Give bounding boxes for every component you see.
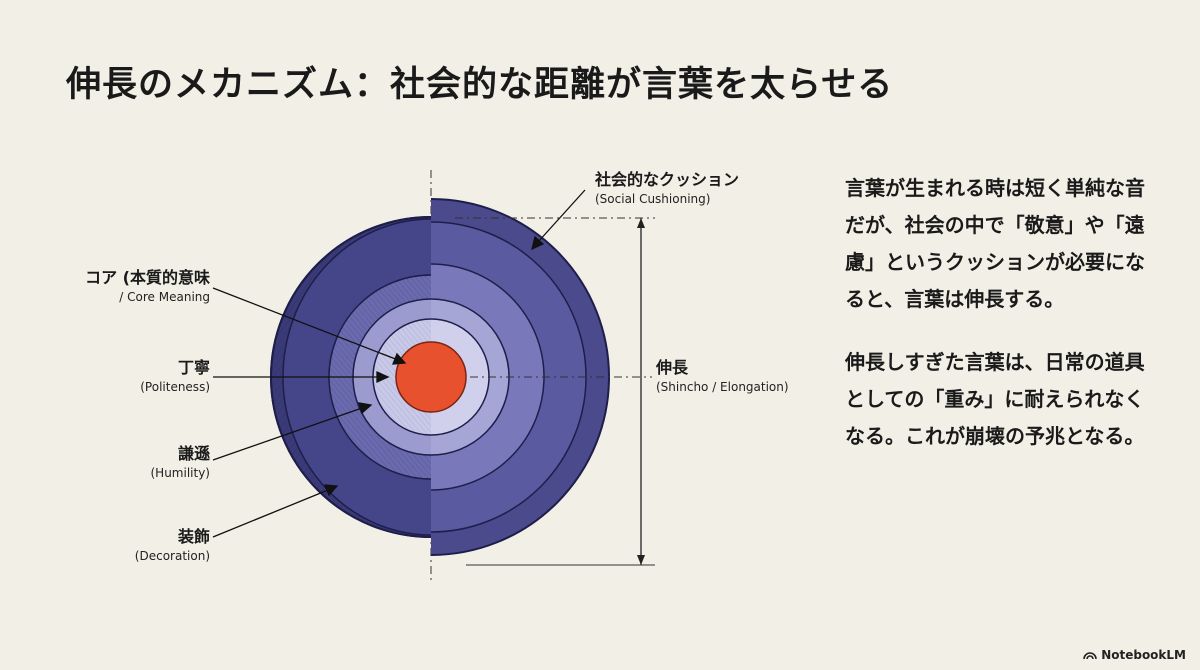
decoration-leader [212,489,329,538]
explanation-paragraph-2: 伸長しすぎた言葉は、日常の道具としての「重み」に耐えられなくなる。これが崩壊の予… [845,350,1145,448]
label-elongation: 伸長 (Shincho / Elongation) [656,358,789,396]
label-politeness: 丁寧 (Politeness) [140,358,210,396]
label-politeness-jp: 丁寧 [177,358,210,377]
humility-leader [212,407,363,461]
label-elongation-jp: 伸長 [656,358,689,377]
label-core-jp: コア (本質的意味 [85,268,210,287]
label-humility-jp: 謙遜 [177,444,210,463]
label-elongation-en: (Shincho / Elongation) [656,380,789,394]
label-decoration-en: (Decoration) [134,549,210,563]
label-humility-en: (Humility) [150,466,211,480]
label-humility: 謙遜 (Humility) [151,444,211,482]
label-cushioning-jp: 社会的なクッション [595,170,740,189]
label-decoration-jp: 装飾 [177,527,210,546]
explanation-paragraph-1: 言葉が生まれる時は短く単純な音だが、社会の中で「敬意」や「遠慮」というクッション… [845,176,1145,311]
cushioning-leader [537,189,586,243]
brand-watermark: NotebookLM [1083,648,1186,662]
page-title: 伸長のメカニズム：社会的な距離が言葉を太らせる [66,65,894,105]
core-leader [212,287,399,361]
label-decoration: 装飾 (Decoration) [135,527,210,565]
label-cushioning-en: (Social Cushioning) [595,192,711,206]
label-cushioning: 社会的なクッション (Social Cushioning) [595,170,739,208]
brand-label: NotebookLM [1101,648,1186,662]
label-politeness-en: (Politeness) [140,380,210,394]
notebooklm-icon [1083,652,1097,660]
label-core-en: / Core Meaning [119,290,210,304]
label-core: コア (本質的意味 / Core Meaning [85,268,210,306]
core-circle [395,341,467,413]
